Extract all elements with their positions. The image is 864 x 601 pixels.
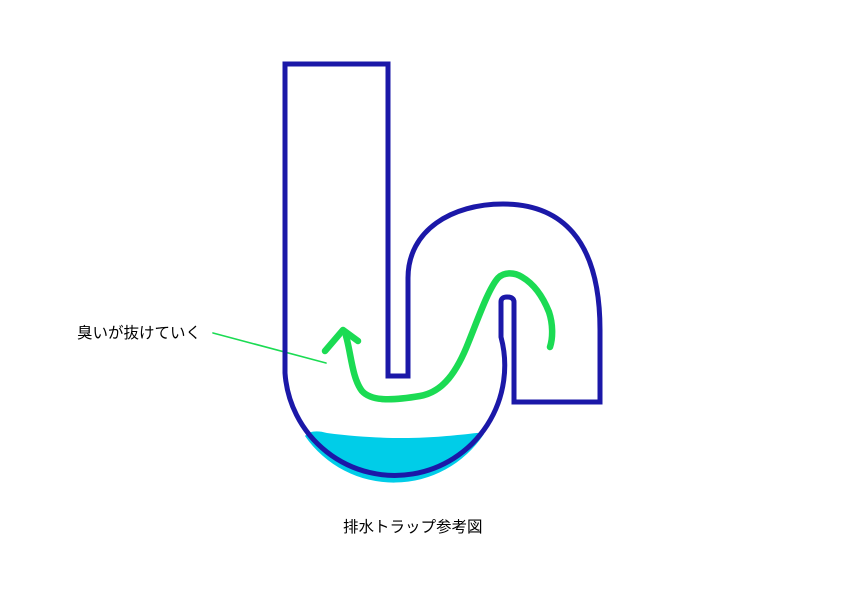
annotation-leader-line (212, 332, 327, 364)
figure-caption: 排水トラップ参考図 (343, 518, 483, 536)
smell-arrow-curve (342, 270, 556, 403)
pipe-outline (282, 61, 603, 478)
trap-water (305, 431, 484, 483)
smell-annotation-label: 臭いが抜けていく (77, 324, 201, 342)
smell-arrowhead-icon (321, 326, 362, 355)
